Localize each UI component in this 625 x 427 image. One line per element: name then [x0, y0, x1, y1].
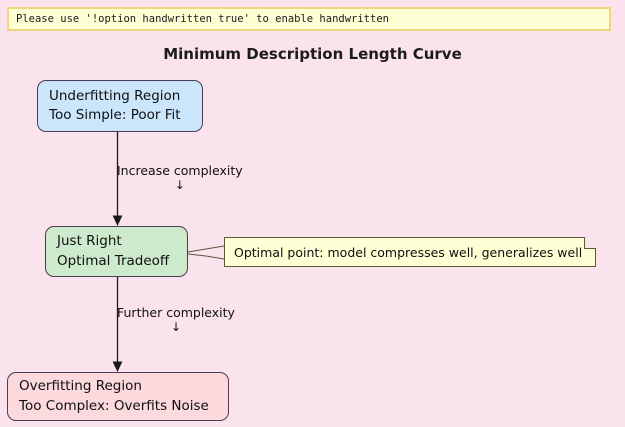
node-just-right[interactable]: Just Right Optimal Tradeoff: [45, 226, 188, 277]
node-underfitting-region[interactable]: Underfitting Region Too Simple: Poor Fit: [37, 80, 203, 132]
node-underfitting-line1: Underfitting Region: [49, 87, 181, 104]
note-optimal-point-text: Optimal point: model compresses well, ge…: [234, 244, 583, 260]
node-overfitting-line1: Overfitting Region: [19, 378, 142, 395]
edge-label-increase-complexity-text: Increase complexity: [117, 163, 243, 178]
node-just-right-line2: Optimal Tradeoff: [57, 252, 170, 269]
arrow-down-icon: ↓: [170, 320, 181, 334]
handwritten-option-warning-banner: Please use '!option handwritten true' to…: [7, 7, 611, 31]
warning-banner-text: Please use '!option handwritten true' to…: [16, 13, 389, 25]
edge-label-further-complexity: Further complexity ↓: [117, 305, 235, 335]
node-overfitting-region[interactable]: Overfitting Region Too Complex: Overfits…: [7, 372, 229, 421]
arrow-down-icon: ↓: [174, 178, 185, 192]
node-underfitting-line2: Too Simple: Poor Fit: [49, 107, 181, 123]
note-optimal-point[interactable]: Optimal point: model compresses well, ge…: [224, 237, 596, 267]
node-overfitting-line2: Too Complex: Overfits Noise: [19, 397, 209, 414]
diagram-title: Minimum Description Length Curve: [163, 45, 462, 63]
connector-justright-to-note: [187, 245, 225, 260]
edge-label-increase-complexity: Increase complexity ↓: [117, 163, 243, 193]
node-just-right-line1: Just Right: [57, 233, 122, 250]
edge-label-further-complexity-text: Further complexity: [117, 305, 235, 320]
